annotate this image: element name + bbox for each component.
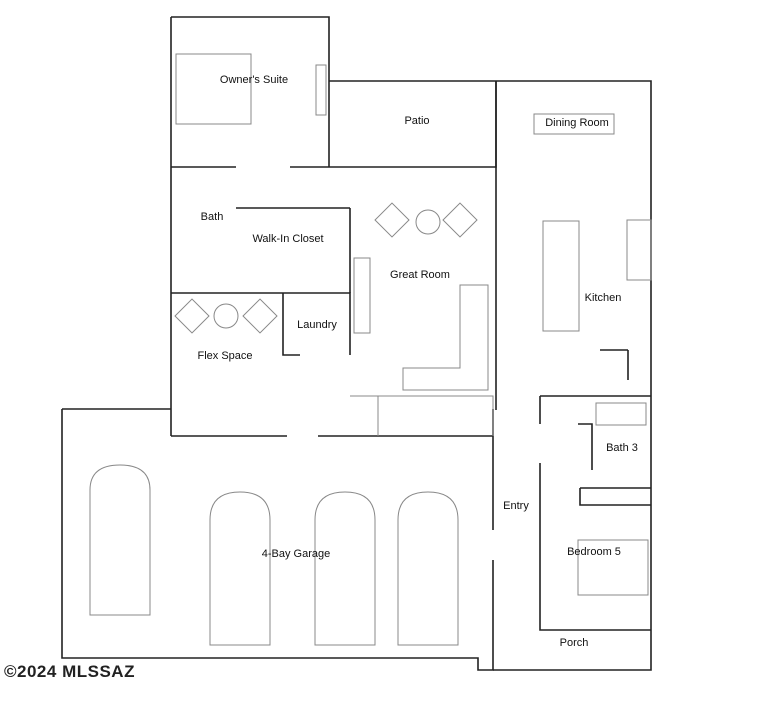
room-label-kitchen: Kitchen xyxy=(584,292,622,304)
room-label-flex-space: Flex Space xyxy=(197,350,253,362)
room-label-bath-3: Bath 3 xyxy=(606,442,638,454)
room-label-patio: Patio xyxy=(404,115,430,127)
room-label-porch: Porch xyxy=(559,637,589,649)
room-label-dining-room: Dining Room xyxy=(545,117,609,129)
room-label-laundry: Laundry xyxy=(297,319,337,331)
copyright-watermark: ©2024 MLSSAZ xyxy=(4,662,135,681)
room-label-great-room: Great Room xyxy=(390,269,450,281)
room-label-bedroom-5: Bedroom 5 xyxy=(567,546,621,558)
room-label-bath: Bath xyxy=(200,211,224,223)
room-label-garage: 4-Bay Garage xyxy=(261,548,331,560)
room-label-entry: Entry xyxy=(503,500,529,512)
furniture-outlines xyxy=(89,53,652,646)
room-label-owners-suite: Owner's Suite xyxy=(219,74,289,86)
room-label-walk-in-closet: Walk-In Closet xyxy=(252,233,324,245)
